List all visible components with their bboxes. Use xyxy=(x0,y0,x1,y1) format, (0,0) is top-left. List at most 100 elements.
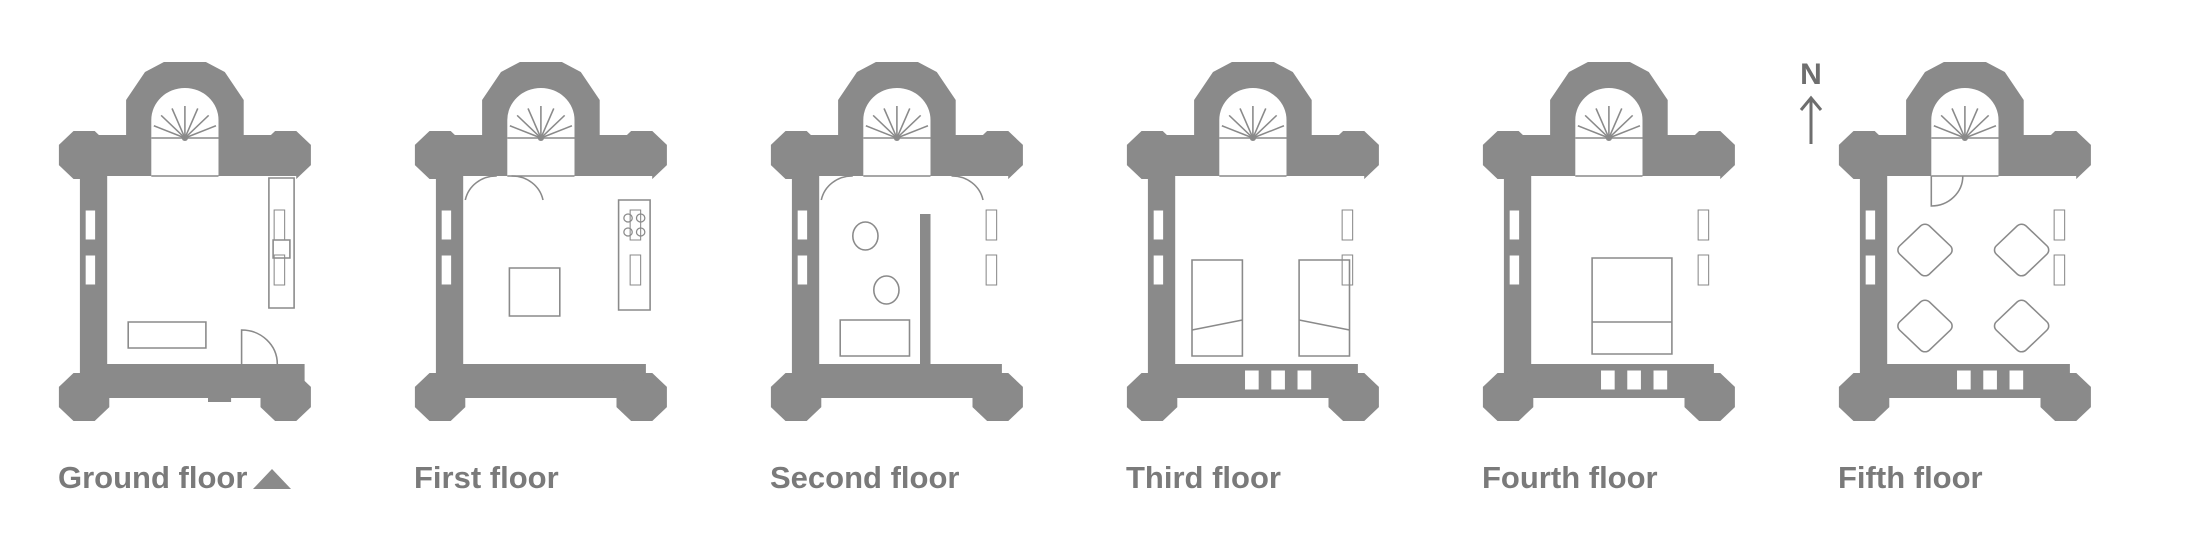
corner-tower-ne xyxy=(260,131,311,179)
corner-tower-nw xyxy=(414,131,466,179)
stair-tread xyxy=(1221,125,1254,139)
kitchen-unit xyxy=(617,199,651,311)
window xyxy=(796,209,809,241)
stair-tread xyxy=(1595,108,1610,139)
window xyxy=(1864,209,1877,241)
corner-tower-nw xyxy=(1482,131,1534,179)
stair-tread xyxy=(1252,114,1278,139)
corner-tower-sw xyxy=(1482,373,1534,421)
single-bed xyxy=(1191,259,1244,357)
entrance-wall xyxy=(281,364,305,402)
floor-label-fifth: Fifth floor xyxy=(1838,460,1983,495)
door-swing xyxy=(511,175,544,201)
stair-tread xyxy=(540,108,555,139)
stair-tread xyxy=(1577,125,1610,139)
corner-tower-nw xyxy=(1838,131,1890,179)
bench xyxy=(127,321,207,349)
corner-tower-se xyxy=(1684,373,1735,421)
stair-tread xyxy=(1584,114,1610,139)
window xyxy=(1508,209,1521,241)
sink xyxy=(272,239,291,259)
stair-tread xyxy=(1608,125,1641,139)
corner-tower-se xyxy=(616,373,667,421)
stair-tread xyxy=(896,114,922,139)
stair-tread xyxy=(184,125,217,139)
corner-tower-sw xyxy=(1838,373,1890,421)
corner-tower-sw xyxy=(414,373,466,421)
corner-tower-sw xyxy=(58,373,110,421)
window xyxy=(1152,254,1165,286)
south-window xyxy=(1626,369,1642,391)
stair-tread xyxy=(1933,125,1966,139)
door-swing xyxy=(820,175,853,201)
north-letter: N xyxy=(1800,58,1822,91)
corner-tower-ne xyxy=(616,131,667,179)
window xyxy=(440,254,453,286)
stair-tread xyxy=(527,108,542,139)
stair-tread xyxy=(153,125,186,139)
corner-tower-ne xyxy=(2040,131,2091,179)
window xyxy=(1697,209,1710,241)
armchair xyxy=(1897,223,1953,277)
window xyxy=(1697,254,1710,286)
kitchen-counter xyxy=(268,177,295,309)
bed-fold xyxy=(1298,319,1350,331)
stair-tread xyxy=(540,125,573,139)
floor-plan-1 xyxy=(414,62,667,421)
stair-tread xyxy=(540,114,566,139)
partition-wall xyxy=(920,214,931,364)
floor-plan-0 xyxy=(58,62,311,421)
floor-label-third: Third floor xyxy=(1126,460,1281,495)
room-interior xyxy=(1531,176,1721,364)
door-swing xyxy=(951,175,984,201)
south-window xyxy=(1599,369,1616,391)
corner-tower-se xyxy=(1328,373,1379,421)
corner-tower-sw xyxy=(1126,373,1178,421)
window xyxy=(629,209,642,241)
stair-tread xyxy=(896,108,911,139)
dining-table xyxy=(508,267,561,317)
hob-ring xyxy=(623,213,633,223)
stair-tread xyxy=(516,114,542,139)
window xyxy=(273,209,286,241)
corner-tower-nw xyxy=(58,131,110,179)
window xyxy=(1152,209,1165,241)
window xyxy=(440,209,453,241)
room-interior xyxy=(1175,176,1365,364)
room-interior xyxy=(819,176,1009,364)
door-swing xyxy=(464,175,497,201)
single-bed xyxy=(1298,259,1351,357)
window xyxy=(985,254,998,286)
window xyxy=(2053,209,2066,241)
floor-label-ground: Ground floor xyxy=(58,460,248,495)
south-window xyxy=(1955,369,1972,391)
window xyxy=(84,209,97,241)
toilet xyxy=(873,275,900,305)
stair-tread xyxy=(1940,114,1966,139)
stair-tread xyxy=(1951,108,1966,139)
stair-tread xyxy=(883,108,898,139)
stair-tread xyxy=(1964,108,1979,139)
corner-tower-ne xyxy=(1328,131,1379,179)
south-window xyxy=(1243,369,1260,391)
floor-plan-5 xyxy=(1838,62,2091,421)
south-window xyxy=(1982,369,1998,391)
stair-tread xyxy=(509,125,542,139)
stair-tread xyxy=(184,108,199,139)
corner-tower-nw xyxy=(1126,131,1178,179)
hob-ring xyxy=(623,227,633,237)
bed-fold xyxy=(1191,319,1243,331)
room-interior xyxy=(107,176,297,364)
door-swing xyxy=(1930,175,1964,207)
stair-tread xyxy=(160,114,186,139)
toilet xyxy=(852,221,879,251)
armchair xyxy=(1993,223,2050,277)
floor-label-fourth: Fourth floor xyxy=(1482,460,1658,495)
floor-plan-4 xyxy=(1482,62,1735,421)
stair-tread xyxy=(171,108,186,139)
corner-tower-se xyxy=(972,373,1023,421)
stair-tread xyxy=(1252,108,1267,139)
room-interior xyxy=(463,176,653,364)
window xyxy=(84,254,97,286)
